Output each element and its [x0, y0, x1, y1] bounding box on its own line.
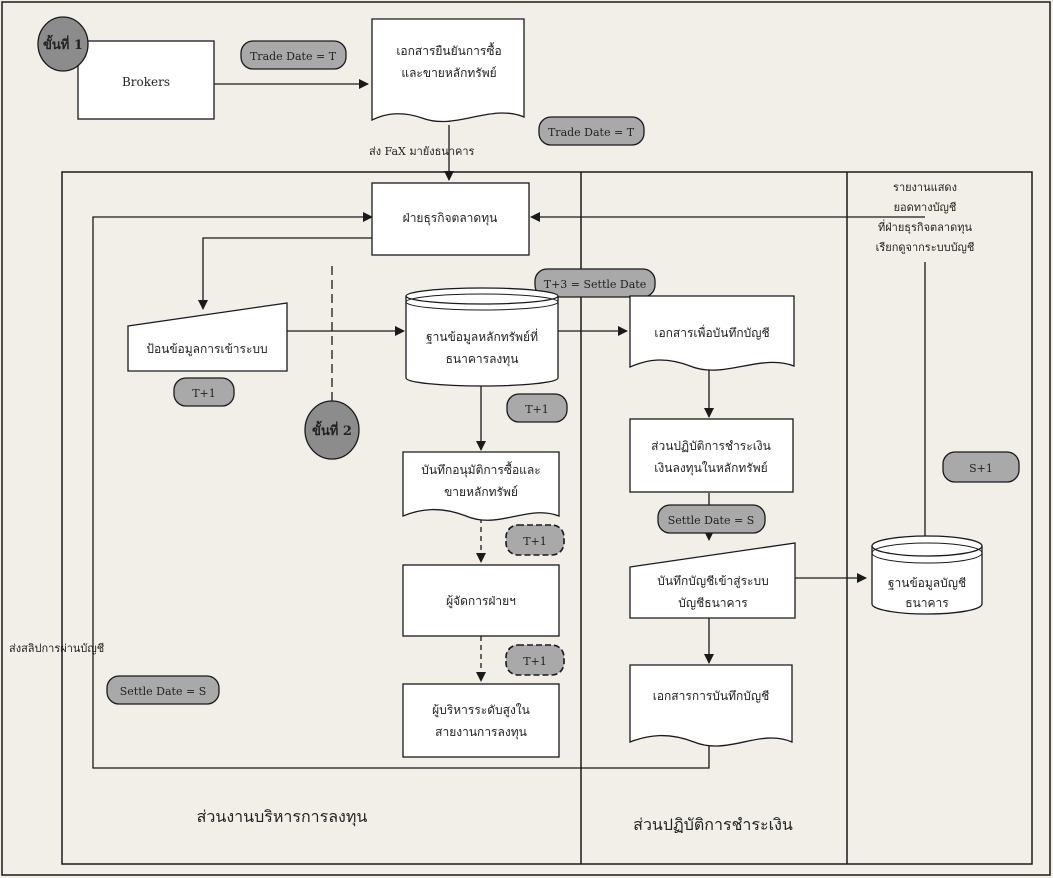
t1-badge-b — [506, 393, 568, 423]
report-line2: ยอดทางบัญชี — [894, 201, 957, 214]
report-line3: ที่ฝ่ายธุรกิจตลาดทุน — [878, 219, 973, 234]
securities-db-line1: ฐานข้อมูลหลักทรัพย์ที่ — [426, 328, 538, 345]
trade-date-label-1: Trade Date = T — [250, 50, 337, 63]
executive-box — [402, 683, 560, 758]
report-line1: รายงานแสดง — [893, 181, 957, 194]
bank-database — [871, 535, 983, 615]
settle-s-label-1: Settle Date = S — [668, 514, 754, 527]
approval-record-line2: ขายหลักทรัพย์ — [444, 485, 518, 499]
trade-date-label-2: Trade Date = T — [548, 126, 635, 139]
bank-db-line1: ฐานข้อมูลบัญชี — [888, 576, 966, 591]
accounting-record-label: เอกสารการบันทึกบัญชี — [653, 689, 770, 703]
bank-db-line2: ธนาคาร — [905, 596, 949, 610]
accounting-record-document — [629, 664, 793, 747]
approval-record-line1: บันทึกอนุมัติการซื้อและ — [421, 461, 540, 478]
t1-label-b: T+1 — [525, 403, 549, 416]
data-entry-label: ป้อนข้อมูลการเข้าระบบ — [146, 342, 267, 357]
swimlane-frame — [61, 171, 1033, 865]
trade-date-badge-1 — [240, 40, 347, 70]
settlement-unit-box — [629, 418, 794, 493]
posting-line1: บันทึกบัญชีเข้าสู่ระบบ — [657, 574, 768, 589]
t1-badge-c — [505, 524, 565, 556]
approval-record-document — [402, 451, 560, 521]
s1-label: S+1 — [969, 462, 993, 475]
settle-s-badge-2 — [106, 675, 220, 705]
settle-t3-badge — [534, 268, 656, 298]
posting-line2: บัญชีธนาคาร — [678, 596, 748, 610]
settlement-unit-line2: เงินลงทุนในหลักทรัพย์ — [654, 461, 767, 476]
confirm-doc-line1: เอกสารยืนยันการซื้อ — [396, 42, 501, 58]
step1-badge — [37, 16, 89, 72]
settle-t3-label: T+3 = Settle Date — [544, 278, 646, 291]
accounting-doc-label: เอกสารเพื่อบันทึกบัญชี — [654, 324, 769, 340]
data-entry-shape — [127, 302, 288, 372]
s1-badge — [942, 451, 1020, 483]
confirm-document — [371, 18, 525, 123]
t1-label-d: T+1 — [523, 655, 547, 668]
brokers-box — [77, 40, 215, 120]
step1-label: ขั้นที่ 1 — [43, 34, 83, 53]
dept-manager-label: ผู้จัดการฝ่ายฯ — [446, 594, 516, 609]
t1-label-c: T+1 — [523, 535, 547, 548]
step2-badge — [304, 400, 360, 460]
executive-line2: สายงานการลงทุน — [435, 725, 527, 740]
fax-label: ส่ง FaX มายังธนาคาร — [369, 145, 475, 158]
t1-label-a: T+1 — [192, 387, 216, 400]
arrow-dept-to-entry — [198, 237, 372, 310]
dept-manager-box — [402, 564, 560, 637]
send-slip-label: ส่งสลิปการผ่านบัญชี — [9, 642, 104, 655]
securities-db-line2: ธนาคารลงทุน — [446, 352, 519, 367]
executive-line1: ผู้บริหารระดับสูงใน — [432, 703, 530, 718]
t1-badge-a — [173, 377, 235, 407]
accounting-document — [629, 295, 795, 371]
capital-market-dept-label: ฝ่ายธุรกิจตลาดทุน — [403, 211, 498, 226]
capital-market-dept-box — [371, 182, 530, 256]
t1-badge-d — [505, 644, 565, 676]
brokers-label: Brokers — [122, 75, 170, 89]
securities-database — [405, 287, 559, 387]
report-line4: เรียกดูจากระบบบัญชี — [876, 241, 975, 254]
connectors — [92, 79, 926, 769]
settle-s-label-2: Settle Date = S — [120, 685, 206, 698]
confirm-doc-line2: และขายหลักทรัพย์ — [401, 66, 496, 80]
step2-label: ขั้นที่ 2 — [312, 420, 352, 439]
settle-s-badge-1 — [657, 504, 766, 534]
settlement-unit-line1: ส่วนปฏิบัติการชำระเงิน — [651, 439, 771, 453]
lane-title-settlement: ส่วนปฏิบัติการชำระเงิน — [633, 815, 793, 834]
posting-shape — [629, 542, 796, 619]
lane-title-investment: ส่วนงานบริหารการลงทุน — [197, 807, 368, 827]
trade-date-badge-2 — [538, 116, 645, 146]
arrow-feedback-loop — [92, 212, 710, 769]
